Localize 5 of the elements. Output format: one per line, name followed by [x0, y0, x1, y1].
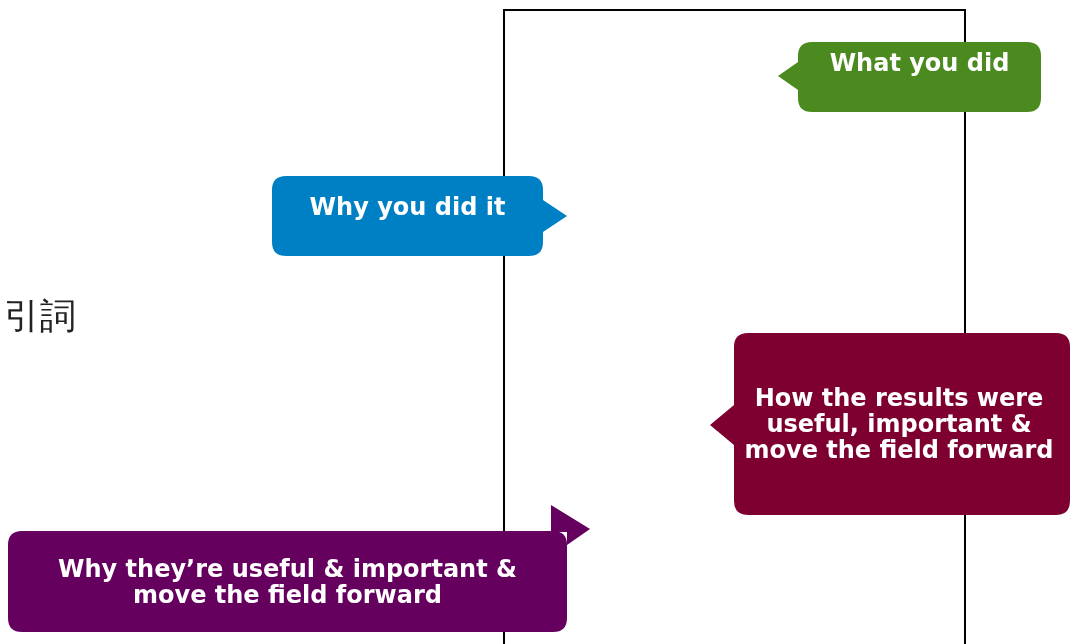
bubble-text: How the results were useful, important & move the field forward [744, 385, 1054, 463]
bubble-text: Why they’re useful & important & move the field forward [57, 555, 518, 608]
bubble-text: What you did [829, 50, 1010, 76]
bubble-text: Why you did it [309, 194, 506, 220]
side-text: 引詞 [4, 294, 76, 338]
